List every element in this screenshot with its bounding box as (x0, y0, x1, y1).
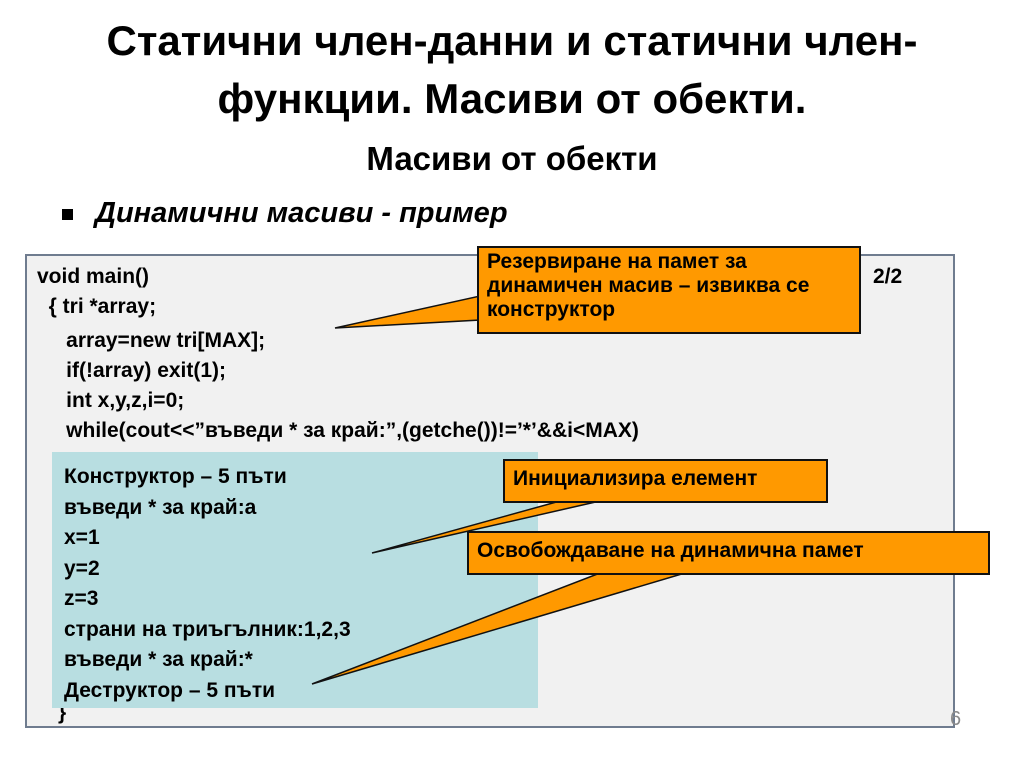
output-line: въведи * за край:* (64, 648, 253, 671)
output-line: въведи * за край:a (64, 495, 257, 519)
output-line: x=1 (64, 526, 100, 549)
code-line: if(!array) exit(1); (37, 359, 227, 382)
page-indicator: 2/2 (873, 265, 903, 288)
output-line: Деструктор – 5 пъти (64, 678, 276, 702)
callout-memory-allocation: Резервиране на памет за динамичен масив … (477, 246, 861, 334)
output-line: z=3 (64, 587, 99, 610)
callout-initialize-element: Инициализира елемент (503, 459, 828, 503)
slide-title: Статични член-данни и статични член- фун… (0, 12, 1024, 128)
square-bullet-icon (62, 208, 73, 220)
code-line: array=new tri[MAX]; (37, 329, 266, 352)
output-line: страни на триъгълник:1,2,3 (64, 617, 351, 641)
slide-subtitle: Масиви от обекти (366, 140, 658, 177)
bullet-item: Динамични масиви - пример (62, 190, 508, 236)
slide-title-line-2: функции. Масиви от обекти. (217, 75, 807, 122)
code-line: int x,y,z,i=0; (37, 389, 185, 412)
slide-title-line-1: Статични член-данни и статични член- (106, 17, 918, 64)
callout-free-memory: Освобождаване на динамична памет (467, 531, 990, 575)
code-line: while(cout<<”въведи * за край:”,(getche(… (37, 419, 639, 442)
output-line: Конструктор – 5 пъти (64, 465, 287, 488)
output-line: y=2 (64, 556, 100, 580)
slide-number: 6 (950, 708, 962, 730)
code-line: void main() (37, 265, 150, 288)
code-line: { tri *array; (37, 295, 157, 318)
program-output-box: Конструктор – 5 пъти въведи * за край:a … (52, 452, 538, 708)
bullet-text: Динамични масиви - пример (95, 196, 508, 229)
code-closing-brace: } (58, 701, 67, 724)
